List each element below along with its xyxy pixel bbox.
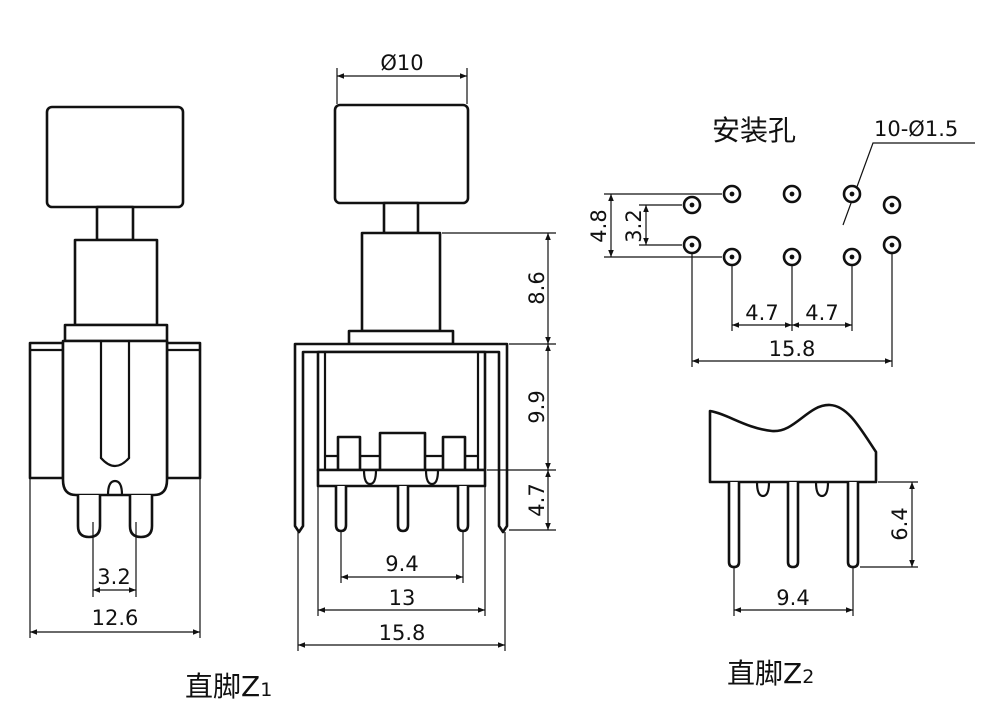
actuator-cap <box>45 105 185 209</box>
span-label: 15.8 <box>769 337 816 361</box>
z1-front-view: Ø10 8.6 9.9 4.7 9.4 1 <box>293 51 556 651</box>
z1-caption-subscript: 1 <box>260 679 272 701</box>
contact-left <box>336 435 362 472</box>
bracket-left-tab <box>28 341 65 480</box>
hole-top-1 <box>722 184 742 204</box>
pin-left <box>334 486 348 533</box>
bracket-right-tab <box>165 341 202 480</box>
housing-width-label: 13 <box>389 586 416 610</box>
base-bump-left <box>755 480 771 498</box>
housing-height-label: 9.9 <box>525 390 549 423</box>
hole-callout-leader <box>842 142 975 226</box>
pin-height-label: 6.4 <box>888 507 912 540</box>
bracket-width-label: 15.8 <box>379 621 426 645</box>
z1-side-view: 3.2 12.6 <box>28 105 202 638</box>
z2-side-view: 6.4 9.4 <box>708 403 918 616</box>
pin-right <box>128 495 154 539</box>
mounting-bracket <box>293 342 509 534</box>
hole-top-3 <box>842 184 862 204</box>
z1-caption: 直脚Z1 <box>185 670 272 703</box>
housing-body <box>61 339 169 497</box>
actuator-stem <box>382 201 420 235</box>
pin-center <box>396 486 410 533</box>
pin-height-label: 4.7 <box>525 483 549 516</box>
hole-top-outer-right <box>882 195 902 215</box>
pin-pitch-label: 3.2 <box>97 565 130 589</box>
base-bump-left <box>362 468 378 486</box>
body-flange <box>63 323 169 343</box>
pin-right <box>846 482 860 569</box>
actuator-stem <box>95 205 135 242</box>
hole-top-2 <box>782 184 802 204</box>
cap-diameter-label: Ø10 <box>380 51 423 75</box>
body-flange <box>347 329 455 346</box>
base-bump-right <box>424 468 440 486</box>
housing-base <box>316 468 487 488</box>
pin-left <box>76 495 102 539</box>
pin-span-label: 9.4 <box>776 586 809 610</box>
row-inner-label: 3.2 <box>622 209 646 242</box>
hole-bottom-2 <box>782 247 802 267</box>
hole-bottom-outer-left <box>682 235 702 255</box>
actuator-body <box>73 238 159 327</box>
pitch-right-label: 4.7 <box>805 301 838 325</box>
z2-caption-subscript: 2 <box>802 666 814 688</box>
pin-span-label: 9.4 <box>385 552 418 576</box>
hole-callout-label: 10-Ø1.5 <box>874 117 958 141</box>
z1-caption-text: 直脚Z <box>185 670 260 703</box>
z2-caption-text: 直脚Z <box>727 657 802 690</box>
hole-bottom-3 <box>842 247 862 267</box>
hole-bottom-1 <box>722 247 742 267</box>
pin-center <box>786 482 800 569</box>
mounting-holes-title: 安装孔 <box>712 114 796 147</box>
pin-left <box>727 482 741 569</box>
contact-center <box>378 431 427 472</box>
row-outer-label: 4.8 <box>587 209 611 242</box>
contact-right <box>441 435 467 472</box>
slot-bottom <box>99 456 131 468</box>
width-label: 12.6 <box>92 606 139 630</box>
z2-caption: 直脚Z2 <box>727 657 814 690</box>
hole-bottom-outer-right <box>882 235 902 255</box>
hole-top-outer-left <box>682 195 702 215</box>
pitch-left-label: 4.7 <box>745 301 778 325</box>
actuator-cap <box>333 103 470 205</box>
mounting-hole-pattern: 安装孔 10-Ø1.5 4.8 3.2 4.7 4.7 15.8 <box>587 114 975 367</box>
center-bump <box>106 479 124 497</box>
actuator-body <box>360 231 442 333</box>
base-bump-right <box>814 480 830 498</box>
pin-right <box>456 486 470 533</box>
actuator-height-label: 8.6 <box>525 271 549 304</box>
rocker-body <box>708 403 878 484</box>
